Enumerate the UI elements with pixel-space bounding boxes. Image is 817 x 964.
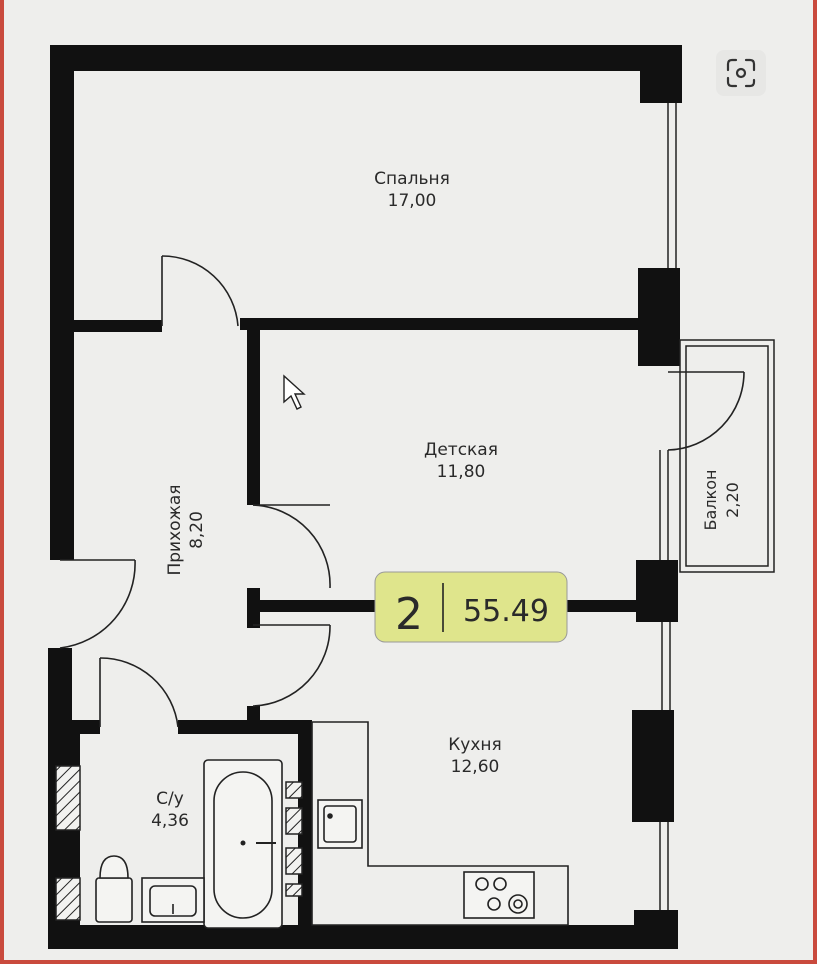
balcony-area: 2,20 [723, 482, 742, 518]
kitchen-area: 12,60 [451, 757, 500, 777]
bedroom-area: 17,00 [388, 191, 437, 211]
hallway-area: 8,20 [187, 511, 207, 549]
washbasin-icon [141, 877, 205, 923]
room-labels: Спальня 17,00 Детская 11,80 Прихожая 8,2… [151, 169, 742, 831]
lens-search-button[interactable] [716, 50, 766, 96]
bedroom-name: Спальня [374, 169, 450, 189]
bathroom-area: 4,36 [151, 811, 189, 831]
balcony-name: Балкон [701, 470, 720, 531]
hallway-name: Прихожая [165, 484, 185, 575]
nursery-area: 11,80 [437, 462, 486, 482]
apartment-summary-badge: 2 55.49 [374, 571, 568, 643]
plan-paper [4, 0, 813, 960]
mouse-cursor-icon [283, 374, 306, 410]
nursery-name: Детская [424, 440, 498, 460]
bathroom-name: С/у [156, 789, 184, 809]
toilet-icon [95, 855, 133, 923]
stove-icon [463, 871, 535, 919]
kitchen-sink-icon [317, 799, 363, 849]
total-area-label: 55.49 [463, 594, 549, 629]
balcony-outline [659, 339, 775, 573]
lens-search-icon [726, 58, 756, 88]
doors [59, 255, 745, 728]
bathroom-fixtures [55, 759, 303, 929]
kitchen-name: Кухня [448, 735, 502, 755]
room-count-label: 2 [395, 589, 423, 640]
kitchen-fixtures [311, 721, 569, 926]
windows [659, 103, 677, 910]
